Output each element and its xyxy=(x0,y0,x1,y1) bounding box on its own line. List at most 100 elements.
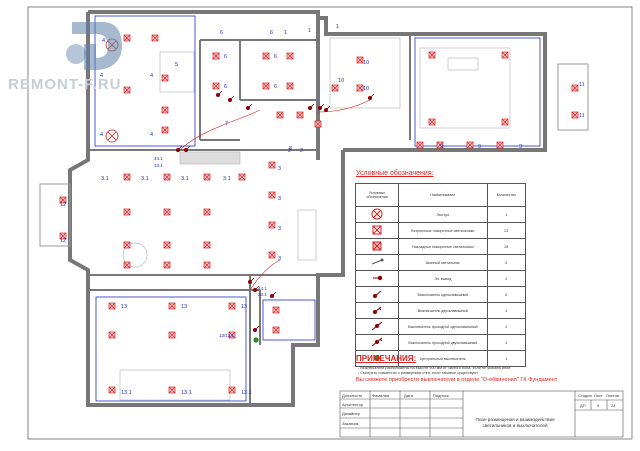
track-light-icon xyxy=(354,254,400,271)
light-fixture-icon xyxy=(59,232,67,240)
switch-icon xyxy=(184,145,191,152)
legend-qty: 2 xyxy=(486,318,527,335)
light-fixture-icon xyxy=(272,326,280,334)
light-fixture-icon xyxy=(108,331,116,339)
zone-label: 10 xyxy=(338,78,344,84)
light-fixture-icon xyxy=(161,126,169,134)
legend-name: Выключатель проходной двухклавишный xyxy=(398,334,488,351)
light-fixture-icon xyxy=(331,84,339,92)
zone-label: 1 xyxy=(336,24,339,30)
zone-label: 6 xyxy=(224,84,227,90)
switch-icon xyxy=(318,103,325,110)
zone-label: 11 xyxy=(579,82,585,88)
zone-label: 2 xyxy=(288,148,291,154)
drawing-frame xyxy=(27,6,633,440)
light-fixture-icon xyxy=(268,161,276,169)
light-fixture-icon xyxy=(228,302,236,310)
zone-label: 4 xyxy=(150,73,153,79)
light-fixture-icon xyxy=(428,51,436,59)
light-fixture-icon xyxy=(466,141,474,149)
legend-header-qty: Количество xyxy=(486,183,527,207)
light-fixture-icon xyxy=(416,141,424,149)
legend-qty: 4 xyxy=(486,334,527,351)
zone-label: 13 xyxy=(241,304,247,310)
zone-label: 6 xyxy=(270,30,273,36)
light-fixture-icon xyxy=(272,306,280,314)
chandelier-icon xyxy=(354,206,400,223)
legend-table: Условные обозначения Наименование Количе… xyxy=(354,183,527,367)
light-fixture-icon xyxy=(268,251,276,259)
dimension-label: 33.1 xyxy=(154,163,163,168)
zone-label: 6 xyxy=(224,54,227,60)
light-fixture-icon xyxy=(168,331,176,339)
light-fixture-icon xyxy=(286,52,294,60)
site-logo-icon xyxy=(66,22,122,70)
light-fixture-icon xyxy=(496,141,504,149)
walls xyxy=(68,10,547,407)
light-fixture-icon xyxy=(203,241,211,249)
stamp-sheet: 9 xyxy=(597,403,600,408)
legend-header-name: Наименование xyxy=(398,183,488,207)
light-fixture-icon xyxy=(296,111,304,119)
switch-icon xyxy=(253,285,260,292)
zone-label: 2 xyxy=(300,148,303,154)
note-item: - Смотреть совместно с разверткам стен, … xyxy=(358,371,479,375)
stamp-sheets: 24 xyxy=(611,403,616,408)
light-fixture-icon xyxy=(123,261,131,269)
light-fixture-icon xyxy=(163,208,171,216)
zone-label: 4 xyxy=(102,38,105,44)
light-fixture-icon xyxy=(203,208,211,216)
zone-label: 8 xyxy=(289,146,292,152)
switch-icon xyxy=(246,103,253,110)
zone-label: 3.1 xyxy=(223,176,231,182)
zone-label: 12 xyxy=(60,238,66,244)
stamp-role: Заказчик xyxy=(342,421,359,426)
title-block: Должность Архитектор Дизайнер Заказчик Ф… xyxy=(340,391,623,437)
light-fixture-icon xyxy=(212,82,220,90)
zone-label: 3.1 xyxy=(181,176,189,182)
power-outlet-icon xyxy=(354,270,400,287)
stamp-col: Подпись xyxy=(433,393,449,398)
zone-outlines xyxy=(94,15,541,402)
dimension-label: 44.1 xyxy=(258,286,267,291)
zone-links xyxy=(179,99,371,291)
light-fixture-icon xyxy=(108,302,116,310)
light-fixture-icon xyxy=(286,82,294,90)
stamp-role: Дизайнер xyxy=(342,411,360,416)
light-fixture-icon xyxy=(123,241,131,249)
light-fixture-icon xyxy=(203,261,211,269)
light-fixture-icon xyxy=(571,84,579,92)
zone-label: 13.1 xyxy=(121,390,132,396)
light-fixture-icon xyxy=(59,196,67,204)
double-switch-icon xyxy=(354,302,400,319)
light-fixture-icon xyxy=(161,74,169,82)
zone-label: 10 xyxy=(363,86,369,92)
light-fixture-icon xyxy=(168,302,176,310)
zone-label: 5 xyxy=(175,62,178,68)
zone-label: 10 xyxy=(363,60,369,66)
recessed-light-icon xyxy=(354,222,400,239)
switch-icon xyxy=(216,90,223,97)
zone-label: 6 xyxy=(274,84,277,90)
stamp-col: Дата xyxy=(404,393,413,398)
stamp-stage: ДП xyxy=(580,403,586,408)
legend-qty: 6 xyxy=(486,286,527,303)
dimension-label: 13/13.1 xyxy=(219,333,235,338)
pass-switch-icon xyxy=(354,318,400,335)
zone-label: 9 xyxy=(478,144,481,150)
legend-qty: 4 xyxy=(486,302,527,319)
light-fixture-icon xyxy=(276,111,284,119)
switches xyxy=(176,90,375,343)
light-fixture-icon xyxy=(108,386,116,394)
light-fixture-icon xyxy=(163,241,171,249)
zone-label: 3 xyxy=(278,166,281,172)
interior-walls xyxy=(88,34,411,405)
legend-name: Накладные поворотные светильники xyxy=(398,238,488,255)
light-fixture-icon xyxy=(268,221,276,229)
zone-label: 4 xyxy=(150,132,153,138)
legend-qty: 1 xyxy=(486,350,527,367)
